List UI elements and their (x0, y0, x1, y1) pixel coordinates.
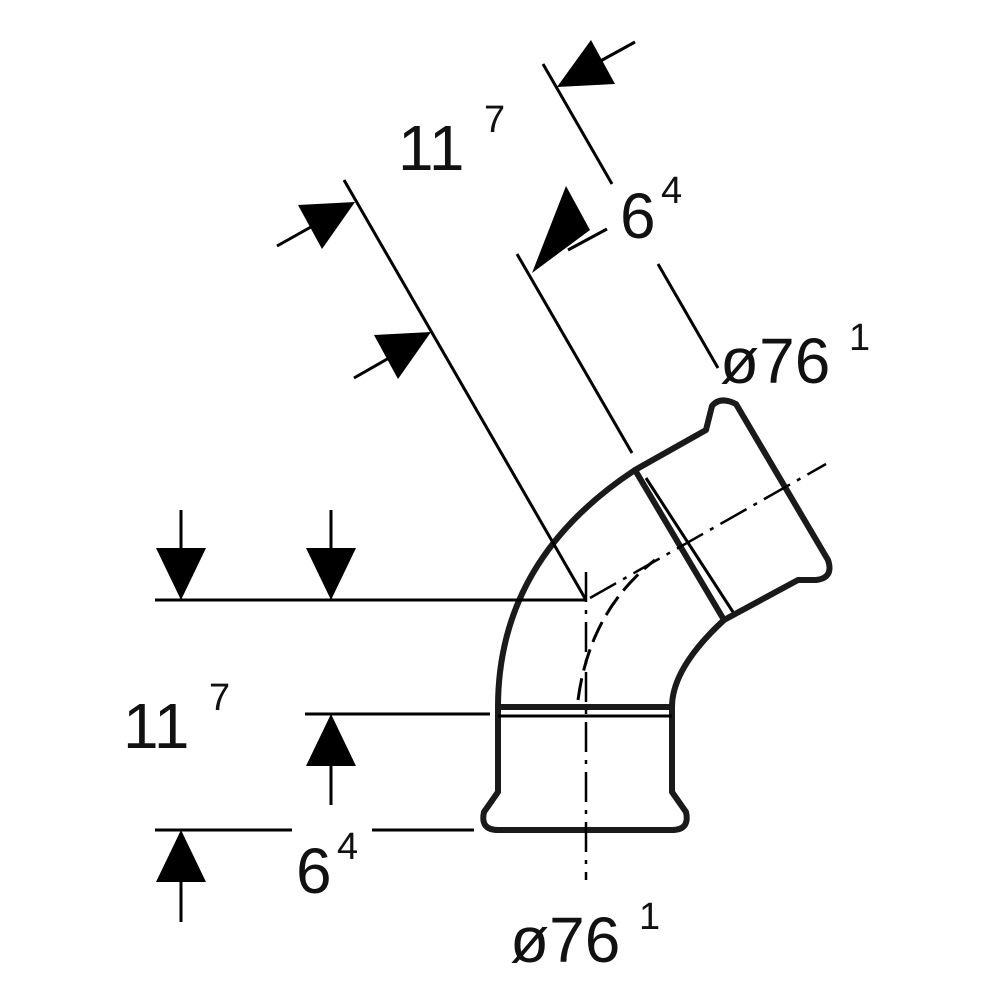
lower-socket-label: 6 (296, 835, 332, 907)
elbow-inner-line (576, 558, 656, 701)
upper-socket-label: 6 (620, 180, 656, 252)
lower-diameter-label: ø76 (510, 904, 620, 976)
upper-socket-sup: 4 (661, 170, 682, 212)
diagonal-arrow-icon (557, 40, 615, 87)
up-arrow-icon (306, 714, 356, 766)
up-arrow-icon (156, 830, 206, 882)
diagonal-arrow-icon (374, 332, 431, 379)
upper-dimensions (276, 40, 720, 601)
center-lines (584, 462, 827, 880)
arrow-stem (567, 227, 608, 252)
upper-diameter-sup: 1 (849, 317, 870, 359)
lower-length-label: 11 (123, 690, 189, 762)
upper-end-ext-line-b (656, 263, 720, 369)
upper-socket-outline (632, 397, 833, 623)
upper-socket-ext-line (515, 253, 634, 454)
lower-socket-sup: 4 (337, 826, 358, 868)
lower-socket-outline (480, 704, 690, 833)
upper-length-label: 11 (398, 112, 464, 184)
upper-datum-ext-line (342, 179, 588, 601)
upper-centerline (589, 462, 827, 600)
down-arrow-icon (156, 548, 206, 600)
diagonal-arrow-icon (298, 202, 355, 249)
lower-length-sup: 7 (209, 677, 230, 719)
elbow-inner-wall (669, 617, 727, 710)
dimension-labels: 11 7 6 4 ø76 1 11 7 6 4 ø76 1 (123, 99, 870, 976)
upper-end-ext-line-a (541, 63, 614, 185)
lower-dimensions (155, 510, 586, 922)
upper-length-sup: 7 (484, 99, 505, 141)
upper-diameter-label: ø76 (720, 325, 830, 397)
diagonal-arrow-icon (532, 186, 590, 273)
lower-diameter-sup: 1 (639, 896, 660, 938)
upper-socket-bead (644, 477, 735, 613)
elbow-outer-wall (495, 467, 638, 710)
down-arrow-icon (306, 548, 356, 600)
elbow-fitting (480, 397, 833, 833)
